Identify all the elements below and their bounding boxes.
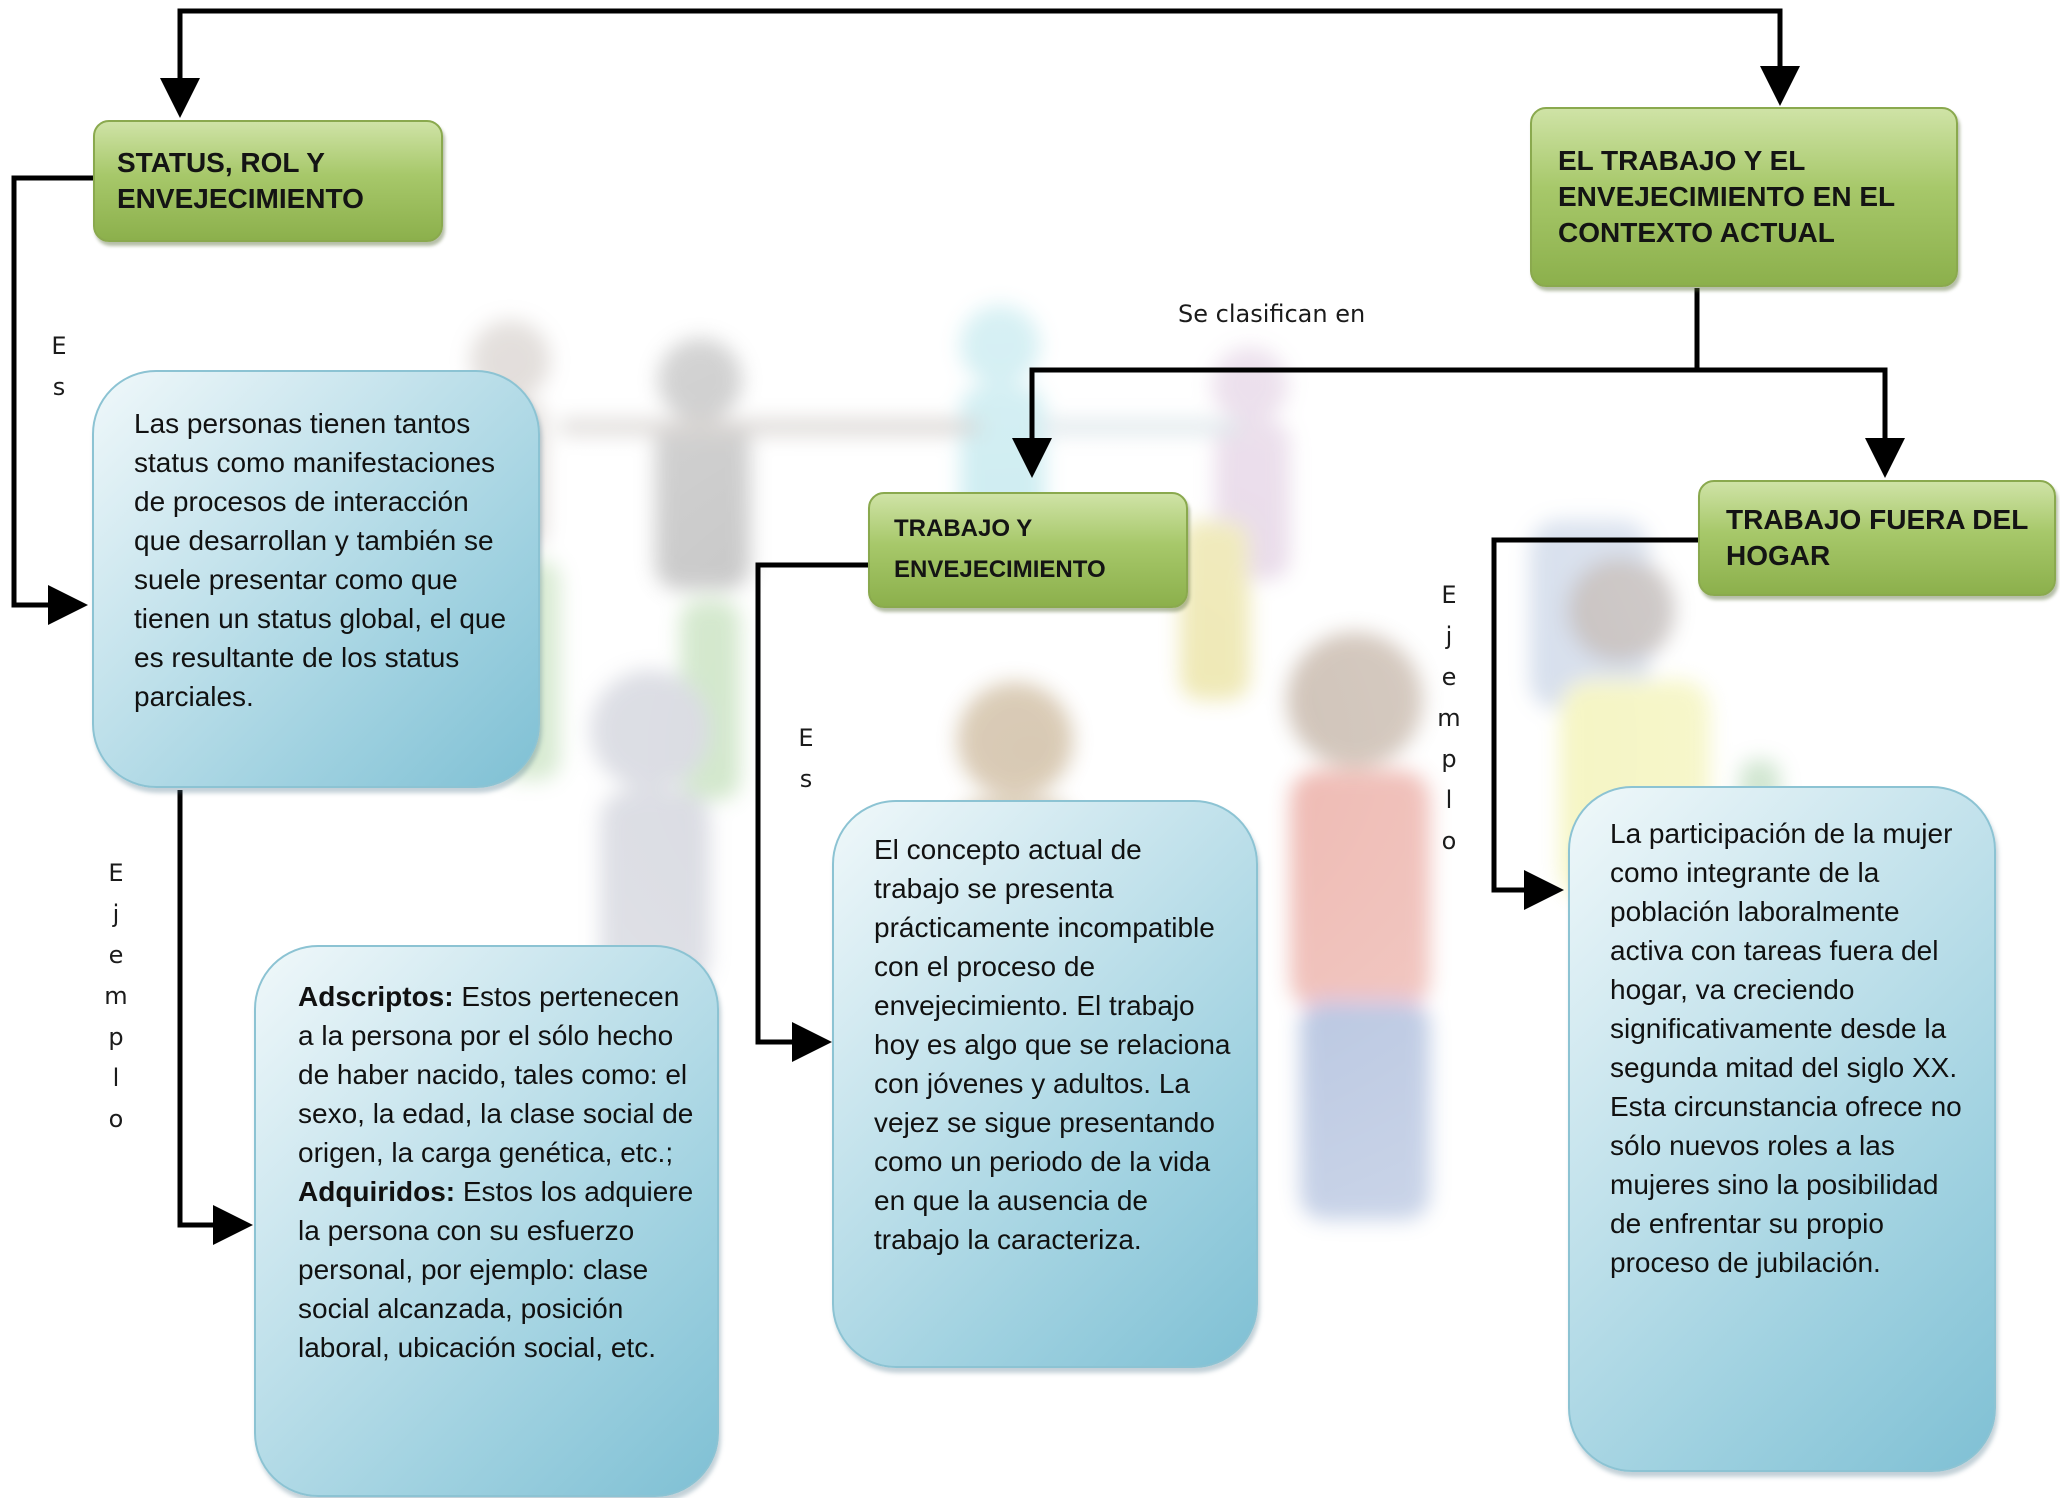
label-char: p: [1441, 745, 1457, 773]
label-char: l: [112, 1064, 120, 1092]
label-char: e: [108, 941, 124, 969]
label-char: E: [51, 332, 67, 360]
text-adscriptos: Estos pertenecen a la persona por el sól…: [298, 981, 694, 1168]
label-char: o: [1441, 827, 1457, 855]
label-char: m: [104, 982, 128, 1010]
label-char: j: [1445, 622, 1453, 650]
node-status-rol-label: STATUS, ROL Y ENVEJECIMIENTO: [117, 147, 364, 214]
label-se-clasifican: Se clasifican en: [1178, 300, 1366, 328]
label-char: E: [108, 859, 124, 887]
term-adscriptos: Adscriptos:: [298, 981, 454, 1012]
node-trabajo-envejecimiento-label: TRABAJO Y ENVEJECIMIENTO: [894, 515, 1106, 583]
label-char: o: [108, 1105, 124, 1133]
node-trabajo-fuera: TRABAJO FUERA DEL HOGAR: [1698, 480, 2056, 596]
label-char: j: [112, 900, 120, 928]
label-char: s: [52, 373, 66, 401]
label-char: E: [798, 724, 814, 752]
box-trabajo-definition-text: El concepto actual de trabajo se present…: [874, 834, 1231, 1255]
box-status-definition-text: Las personas tienen tantos status como m…: [134, 408, 507, 712]
box-status-definition: Las personas tienen tantos status como m…: [92, 370, 540, 788]
label-char: p: [108, 1023, 124, 1051]
node-trabajo-contexto: EL TRABAJO Y EL ENVEJECIMIENTO EN EL CON…: [1530, 107, 1958, 287]
term-adquiridos: Adquiridos:: [298, 1176, 456, 1207]
label-char: l: [1445, 786, 1453, 814]
box-fuera-example: La participación de la mujer como integr…: [1568, 786, 1996, 1472]
text-adquiridos: Estos los adquiere la persona con su esf…: [298, 1176, 694, 1363]
node-status-rol: STATUS, ROL Y ENVEJECIMIENTO: [93, 120, 443, 242]
label-char: E: [1441, 581, 1457, 609]
node-trabajo-fuera-label: TRABAJO FUERA DEL HOGAR: [1726, 504, 2028, 571]
label-char: e: [1441, 663, 1457, 691]
label-char: s: [799, 765, 813, 793]
box-fuera-example-text: La participación de la mujer como integr…: [1610, 818, 1962, 1278]
node-trabajo-envejecimiento: TRABAJO Y ENVEJECIMIENTO: [868, 492, 1188, 608]
box-status-example: Adscriptos: Estos pertenecen a la person…: [254, 945, 719, 1497]
box-status-example-text: Adscriptos: Estos pertenecen a la person…: [298, 977, 695, 1367]
box-trabajo-definition: El concepto actual de trabajo se present…: [832, 800, 1258, 1368]
node-trabajo-contexto-label: EL TRABAJO Y EL ENVEJECIMIENTO EN EL CON…: [1558, 145, 1895, 248]
label-char: m: [1437, 704, 1461, 732]
